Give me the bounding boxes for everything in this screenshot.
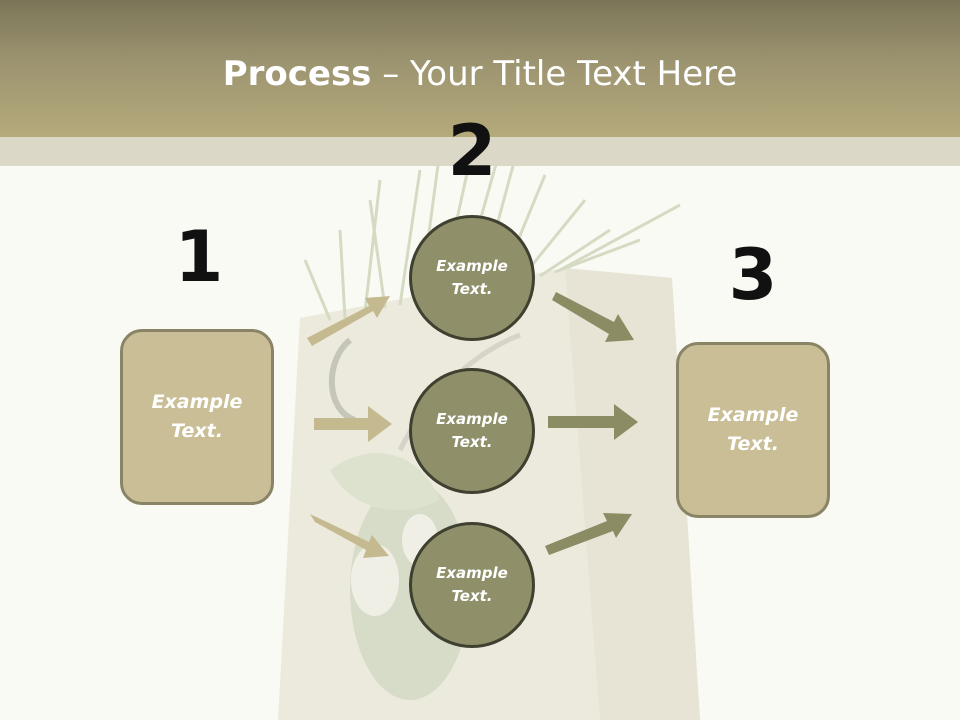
step-circle-top: Example Text. xyxy=(409,215,535,341)
step-box-3-text: Example Text. xyxy=(707,404,799,455)
arrow-1-to-middle xyxy=(314,406,392,442)
arrow-bottom-to-3 xyxy=(545,513,632,555)
title-bold: Process xyxy=(222,54,372,94)
step-box-1: Example Text. xyxy=(120,329,274,505)
title-rest: – Your Title Text Here xyxy=(371,54,738,94)
arrow-1-to-bottom xyxy=(310,514,389,558)
slide-title: Process – Your Title Text Here xyxy=(0,54,960,94)
step-circle-middle-text: Example Text. xyxy=(436,410,508,451)
step-circle-middle: Example Text. xyxy=(409,368,535,494)
arrow-middle-to-3 xyxy=(548,404,638,440)
title-underbar xyxy=(0,137,960,166)
step-number-1: 1 xyxy=(174,216,224,298)
step-box-3: Example Text. xyxy=(676,342,830,518)
arrow-top-to-3 xyxy=(552,292,634,342)
step-box-1-text: Example Text. xyxy=(151,391,243,442)
title-bar xyxy=(0,0,960,137)
step-number-2: 2 xyxy=(447,110,497,192)
step-circle-bottom: Example Text. xyxy=(409,522,535,648)
step-circle-bottom-text: Example Text. xyxy=(436,564,508,605)
step-circle-top-text: Example Text. xyxy=(436,257,508,298)
arrow-1-to-top xyxy=(307,296,390,346)
step-number-3: 3 xyxy=(728,234,778,316)
